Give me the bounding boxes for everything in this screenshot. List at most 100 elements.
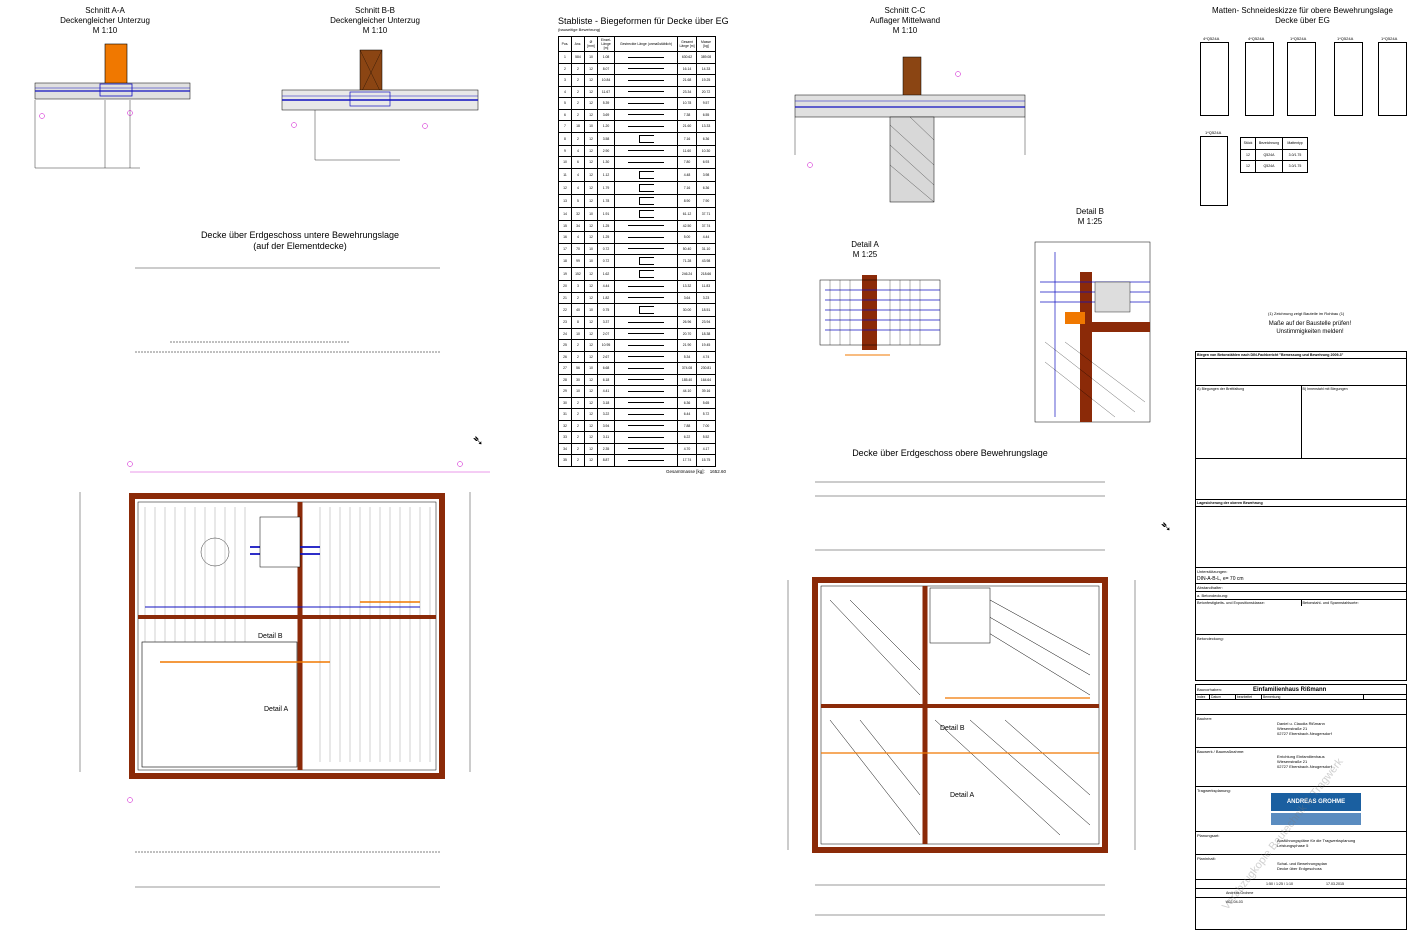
spec-bet-heading: Betondeckung: <box>1196 634 1406 642</box>
bar-schedule-cell: 12 <box>584 396 598 409</box>
bar-schedule-cell: 10.30 <box>696 144 716 157</box>
bar-schedule-cell: 12 <box>584 373 598 386</box>
bar-schedule-cell: 3.98 <box>696 167 716 182</box>
bar-schedule-cell: 2 <box>571 108 585 121</box>
tb-structural-label: Tragwerksplanung: <box>1197 788 1231 793</box>
mesh-sheet-label: 1*Q524A <box>1337 36 1354 41</box>
bar-schedule-cell: 2 <box>571 431 585 444</box>
bar-schedule-cell: 246.24 <box>677 267 697 281</box>
detail-b-scale: M 1:25 <box>1077 217 1103 226</box>
bar-shape-cell <box>614 327 678 340</box>
bar-schedule-cell: 10 <box>584 120 598 133</box>
bar-schedule-cell: 152 <box>571 267 585 281</box>
bar-shape-cell <box>614 385 678 398</box>
bar-shape-cell <box>614 108 678 121</box>
bar-schedule-cell: 1.25 <box>597 231 615 244</box>
bar-schedule-cell: 12 <box>584 267 598 281</box>
bar-shape-icon <box>628 225 664 227</box>
bar-schedule-cell: 10 <box>571 385 585 398</box>
bar-schedule-header-cell: Masse [kg] <box>696 36 716 52</box>
bar-schedule-cell: 4 <box>558 85 572 98</box>
bar-schedule-cell: 21.68 <box>677 74 697 87</box>
tb-project-label: Bauvorhaben: <box>1197 687 1222 692</box>
tb-date: 17.03.2015 <box>1326 882 1344 886</box>
section-cc-drawing <box>794 56 1026 203</box>
bar-schedule-cell: 12 <box>584 454 598 467</box>
bar-schedule-total-label: Gesamtmasse [kg]: <box>665 468 705 474</box>
bar-schedule-cell: 7.16 <box>677 180 697 195</box>
bar-schedule-cell: 4 <box>571 144 585 157</box>
bar-shape-icon <box>638 270 654 278</box>
upper-plan-title: Decke über Erdgeschoss obere Bewehrungsl… <box>852 448 1048 458</box>
bar-schedule-cell: 15.75 <box>696 454 716 467</box>
bar-schedule-cell: 33 <box>558 431 572 444</box>
bar-schedule-cell: 23.94 <box>696 316 716 329</box>
section-bb-heading: Schnitt B-B <box>354 6 395 15</box>
company-logo-band <box>1271 813 1361 825</box>
tb-plantype-line: Ausführungspläne für die Tragwerksplanun… <box>1277 838 1356 843</box>
bar-shape-icon <box>628 150 664 152</box>
tb-building-label: Bauwerk / Baumaßnahme: <box>1197 749 1245 754</box>
bar-schedule-cell: 22 <box>558 303 572 317</box>
bar-shape-icon <box>628 125 664 127</box>
bar-schedule-cell: 10 <box>584 362 598 375</box>
mesh-cut-title: Matten- Schneideskizze für obere Bewehru… <box>1195 6 1410 26</box>
bar-schedule-cell: 2 <box>571 74 585 87</box>
mesh-sheet-bottom-label: 1*Q524A <box>1205 130 1222 135</box>
bar-schedule-cell: 18.38 <box>696 327 716 340</box>
lower-plan-detail-a-label: Detail A <box>264 706 289 713</box>
site-warning: Maße auf der Baustelle prüfen! Unstimmig… <box>1260 320 1360 336</box>
bar-schedule-cell: 18 <box>558 254 572 268</box>
bar-schedule-cell: 12 <box>584 167 598 182</box>
mesh-sheet-label: 4*Q524A <box>1248 36 1265 41</box>
bar-schedule-cell: 1.25 <box>597 219 615 232</box>
bar-schedule-header: Stabliste - Biegeformen für Decke über E… <box>558 16 733 32</box>
bar-schedule-subtitle: (bauseitige Bewehrung) <box>558 27 601 32</box>
bar-schedule-header-row: Pos.Anz.Ø [mm]Einzel-Länge [m]Gestreckte… <box>558 36 716 52</box>
bar-schedule-cell: 11.67 <box>597 85 615 98</box>
bar-schedule-cell: 12 <box>584 431 598 444</box>
bar-schedule-cell: 4 <box>571 167 585 182</box>
bar-shape-cell <box>614 193 678 208</box>
bar-schedule-cell: 374.08 <box>677 362 697 375</box>
bar-schedule-cell: 6 <box>571 156 585 169</box>
bar-schedule-cell: 4 <box>571 231 585 244</box>
bar-schedule-cell: 12 <box>584 180 598 195</box>
bar-schedule-cell: 3.18 <box>597 396 615 409</box>
bar-schedule-cell: 164.64 <box>696 373 716 386</box>
bar-schedule-cell: 35 <box>558 454 572 467</box>
bar-schedule-cell: 7.90 <box>696 193 716 208</box>
tb-building-line: Errichtung Einfamilienhaus <box>1277 754 1325 759</box>
bar-shape-icon <box>628 344 664 346</box>
bar-schedule-cell: 2 <box>571 339 585 352</box>
bar-shape-icon <box>628 91 664 93</box>
bar-schedule-cell: 1.82 <box>597 291 615 304</box>
bar-shape-cell <box>614 431 678 444</box>
bar-schedule-cell: 0.72 <box>597 242 615 255</box>
bar-schedule-cell: 5.52 <box>696 431 716 444</box>
mesh-cell: 12 <box>1240 148 1256 161</box>
bar-schedule-cell: 7.88 <box>677 419 697 432</box>
tb-plantype-label: Planungsart: <box>1197 833 1220 838</box>
bar-schedule-cell: 2 <box>558 62 572 75</box>
bar-schedule-cell: 4.41 <box>597 385 615 398</box>
bar-schedule-cell: 20.72 <box>696 85 716 98</box>
north-arrow-icon-2: ➴ <box>1160 518 1172 534</box>
bar-schedule-cell: 19.25 <box>696 74 716 87</box>
bar-shape-icon <box>628 68 664 70</box>
bar-schedule-cell: 23.34 <box>677 85 697 98</box>
bar-schedule-cell: 6.18 <box>597 373 615 386</box>
section-cc-subtitle: Auflager Mittelwand <box>869 16 941 25</box>
upper-plan-detail-a-label: Detail A <box>950 792 975 799</box>
bar-schedule-cell: 10 <box>584 51 598 64</box>
